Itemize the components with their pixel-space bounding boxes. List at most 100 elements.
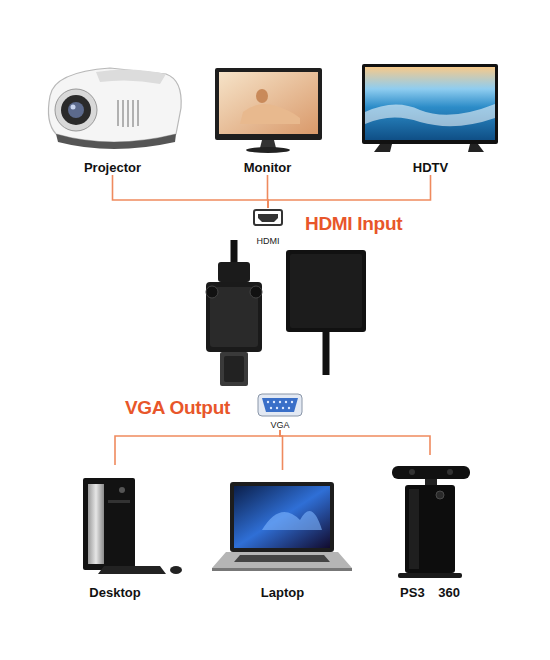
vga-port-icon-part <box>258 394 302 416</box>
adapter-illustration-part <box>323 332 330 375</box>
console-illustration-part <box>392 466 470 479</box>
device-node: Desktop <box>65 465 165 600</box>
laptop-illustration-part <box>212 568 352 571</box>
laptop-illustration-part <box>234 486 330 548</box>
hdmi-port-icon <box>254 210 282 225</box>
hdtv-illustration-part <box>362 64 498 144</box>
device-node: Monitor <box>205 60 330 175</box>
adapter-illustration-part <box>286 250 366 332</box>
console-illustration-part <box>405 485 455 573</box>
hdtv-illustration-part <box>365 104 495 126</box>
bracket-connector <box>280 430 283 470</box>
device-label: PS3 360 <box>400 585 460 600</box>
monitor-illustration <box>215 68 322 153</box>
console-illustration-part <box>398 573 462 578</box>
port-node: HDMI <box>248 208 288 246</box>
hdmi-port-icon-part <box>254 210 282 225</box>
monitor-illustration-part <box>219 72 318 134</box>
device-node: Laptop <box>210 470 355 600</box>
connector-line <box>268 175 431 208</box>
desktop-illustration-part <box>88 484 104 564</box>
device-label: Laptop <box>261 585 304 600</box>
desktop-illustration-part <box>83 478 135 570</box>
monitor-illustration-part <box>260 140 276 148</box>
monitor-illustration-part <box>246 147 290 153</box>
monitor-illustration-part <box>256 89 268 103</box>
vga-port-icon-part-part <box>276 407 278 409</box>
laptop-illustration-part <box>230 482 334 552</box>
projector-illustration-part <box>118 100 138 127</box>
projector-illustration <box>48 68 181 149</box>
adapter-illustration-part <box>224 356 244 382</box>
hdtv-illustration-part <box>365 67 495 140</box>
console-illustration-part <box>409 469 415 475</box>
connector-line <box>113 175 269 208</box>
console-illustration-part <box>447 469 453 475</box>
bracket-connector <box>268 175 431 208</box>
vga-port-icon-part <box>267 401 293 409</box>
adapter-illustration-part <box>290 254 362 328</box>
bracket-connector <box>280 430 430 455</box>
projector-illustration-part <box>96 69 166 84</box>
vga-port-icon-part-part <box>270 407 272 409</box>
connector-line <box>280 430 283 470</box>
device-label: Monitor <box>244 160 292 175</box>
projector-illustration-part-part <box>127 100 129 127</box>
projector-illustration-part <box>71 105 76 110</box>
port-node: VGA <box>254 392 306 430</box>
adapter-illustration-part <box>206 282 262 352</box>
vga-port-icon-part-part <box>273 401 275 403</box>
desktop-illustration-part <box>170 566 182 574</box>
adapter-illustration-part <box>210 287 258 347</box>
vga-port-icon-part-part <box>267 401 269 403</box>
device-node: PS3 360 <box>375 455 485 600</box>
monitor-illustration-part <box>215 68 322 140</box>
projector-illustration-part-part <box>122 100 124 127</box>
projector-illustration-part <box>68 102 84 118</box>
projector-illustration-part-part <box>117 100 119 126</box>
vga-port-icon-part-part <box>285 401 287 403</box>
connector-line <box>115 430 280 465</box>
console-illustration-part <box>409 489 419 569</box>
laptop-illustration <box>212 482 352 571</box>
desktop-illustration-part <box>98 566 166 574</box>
device-node: HDTV <box>358 58 503 175</box>
device-label: HDTV <box>413 160 448 175</box>
vga-port-icon-part-part <box>282 407 284 409</box>
vga-port-icon <box>258 394 302 416</box>
laptop-illustration-part <box>212 552 352 568</box>
bracket-connector <box>113 175 269 208</box>
desktop-illustration <box>83 478 182 574</box>
bracket-connector <box>267 175 269 208</box>
device-node: Projector <box>40 55 185 175</box>
adapter-illustration-part <box>220 352 248 386</box>
device-label: Desktop <box>89 585 140 600</box>
connector-line <box>280 430 430 455</box>
hdtv-illustration <box>362 64 498 152</box>
hdtv-illustration-part <box>468 144 484 152</box>
console-illustration <box>392 466 470 578</box>
hdtv-illustration-part <box>374 144 392 152</box>
section-heading: VGA Output <box>125 397 230 419</box>
projector-illustration-part-part <box>132 100 134 127</box>
laptop-illustration-part <box>234 555 330 562</box>
port-label: VGA <box>270 420 289 430</box>
vga-port-icon-part-part <box>291 401 293 403</box>
projector-illustration-part <box>48 68 181 142</box>
desktop-illustration-part <box>108 500 130 503</box>
console-illustration-part <box>425 479 437 485</box>
vga-port-icon-part <box>262 398 298 412</box>
projector-illustration-part <box>55 89 97 131</box>
device-label: Projector <box>84 160 141 175</box>
desktop-illustration-part <box>119 487 125 493</box>
vga-port-icon-part-part <box>279 401 281 403</box>
monitor-illustration-part <box>240 104 300 124</box>
bracket-connector <box>115 430 280 465</box>
adapter-illustration-part <box>206 286 218 298</box>
console-illustration-part <box>436 491 444 499</box>
adapter-illustration-part <box>231 240 238 264</box>
projector-illustration-part <box>56 134 176 149</box>
